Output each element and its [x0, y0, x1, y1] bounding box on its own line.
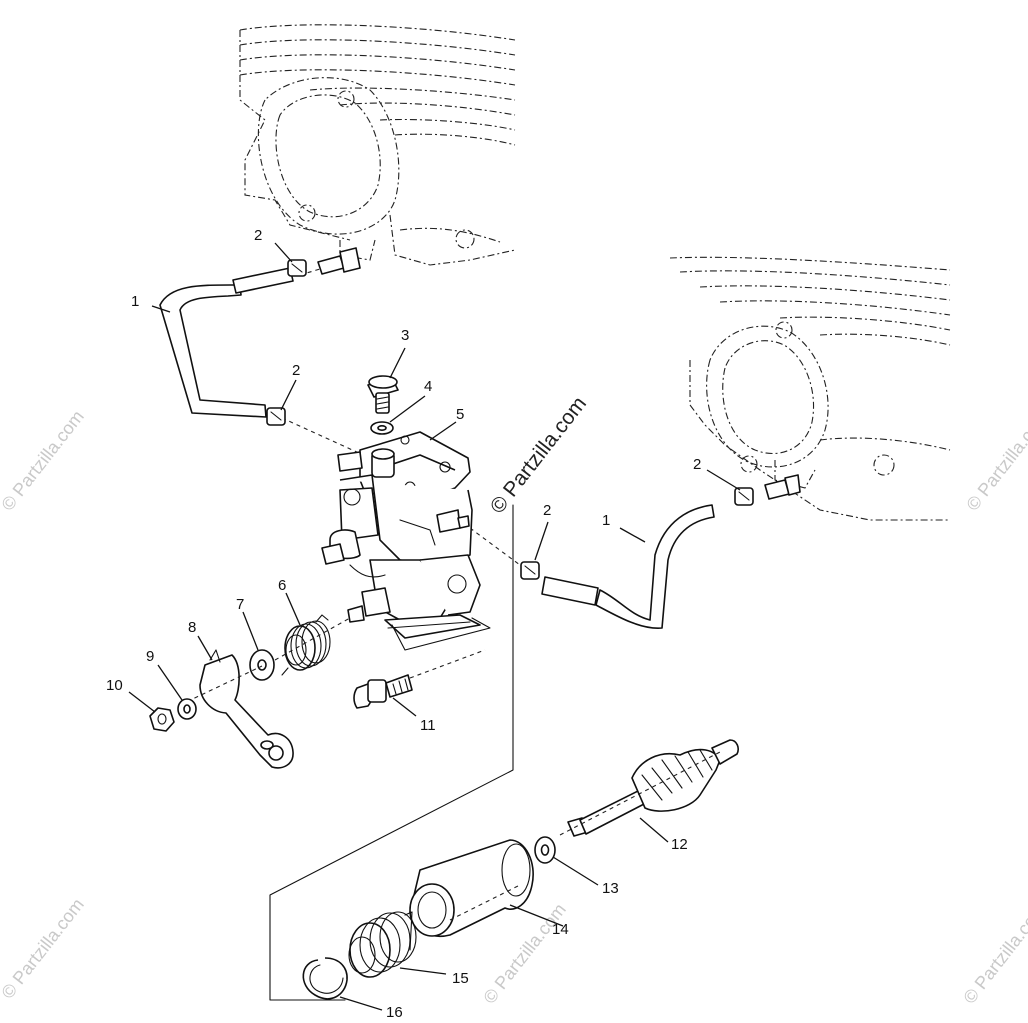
callout-labels: 1 1 2 2 2 2 3 4 5 6 7 8 9 10 11 12 13 14…	[106, 227, 701, 1021]
thrust-washer-13	[534, 836, 556, 864]
callout-6: 6	[278, 577, 286, 594]
washer-4	[370, 421, 394, 435]
callout-7: 7	[236, 596, 244, 613]
callout-8: 8	[188, 619, 196, 636]
callout-2-top: 2	[254, 227, 262, 244]
callout-16: 16	[386, 1004, 403, 1021]
callout-4: 4	[424, 378, 432, 395]
callout-14: 14	[552, 921, 569, 938]
clamp-2a	[287, 259, 307, 277]
watermark-faint-right: © Partzilla.com	[962, 407, 1028, 515]
callout-10: 10	[106, 677, 123, 694]
oil-line-left	[159, 265, 371, 459]
cylinder-upper-left	[239, 24, 516, 266]
leader-lines	[128, 242, 741, 1011]
callout-3: 3	[401, 327, 409, 344]
clamp-2c	[520, 561, 540, 580]
clamp-2b	[266, 407, 286, 426]
callout-11: 11	[420, 717, 436, 734]
callout-13: 13	[602, 880, 619, 897]
spring-15	[348, 911, 417, 978]
callout-1-left: 1	[131, 293, 139, 310]
banjo-bolt	[367, 375, 399, 414]
assembly-guide-lines	[269, 504, 721, 1001]
oil-pump-body	[321, 431, 481, 639]
watermark-faint-bottom-right: © Partzilla.com	[959, 900, 1028, 1008]
lock-washer-9	[177, 698, 197, 720]
watermark-faint-bottom-left: © Partzilla.com	[0, 895, 88, 1003]
nipple-fitting-upper	[317, 247, 361, 275]
clamp-2d	[734, 487, 754, 506]
callout-12: 12	[671, 836, 688, 853]
callout-2-right: 2	[693, 456, 701, 473]
snap-ring-16	[302, 957, 348, 1000]
callout-1-right: 1	[602, 512, 610, 529]
watermark-faint-top-left: © Partzilla.com	[0, 407, 88, 515]
drive-shaft-gear	[567, 739, 739, 837]
control-lever	[179, 617, 351, 769]
return-spring	[281, 614, 331, 676]
watermark-faint-bottom-mid: © Partzilla.com	[479, 900, 569, 1008]
callout-2-center: 2	[543, 502, 551, 519]
callout-9: 9	[146, 648, 154, 665]
watermark-main: © Partzilla.com	[486, 392, 591, 518]
callout-5: 5	[456, 406, 464, 423]
callout-2-mid: 2	[292, 362, 300, 379]
callout-15: 15	[452, 970, 469, 987]
oil-line-right	[469, 474, 801, 629]
bushing-14	[409, 839, 534, 937]
nut-10	[149, 707, 175, 732]
screw-11	[353, 649, 486, 709]
washer-7	[249, 649, 275, 681]
cylinder-right	[669, 256, 951, 521]
